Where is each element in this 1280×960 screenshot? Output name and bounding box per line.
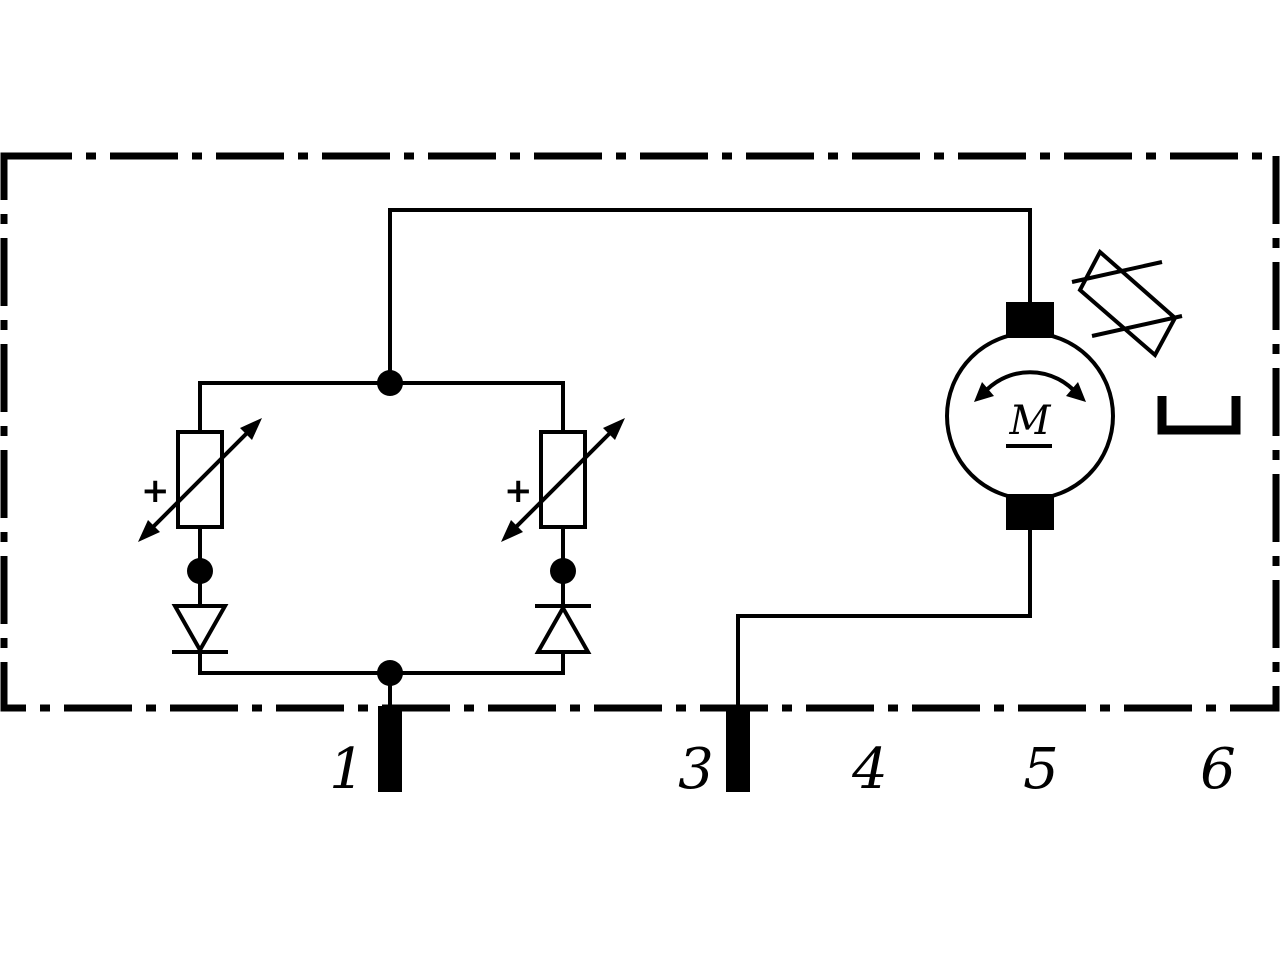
terminal-label-4: 4 bbox=[851, 737, 888, 802]
enclosure-frame bbox=[0, 152, 1280, 712]
ptc-thermistor-icon: + bbox=[501, 418, 625, 542]
terminal-label-1: 1 bbox=[329, 737, 365, 802]
terminal-pin-3 bbox=[726, 706, 750, 792]
junction-bottom bbox=[377, 660, 403, 686]
wiring bbox=[198, 208, 1032, 708]
gearbox-icon bbox=[1071, 248, 1183, 359]
terminal-label-6: 6 bbox=[1200, 737, 1236, 802]
diode-icon bbox=[534, 603, 592, 654]
dc-motor-icon: M bbox=[945, 302, 1115, 530]
terminal-label-3: 3 bbox=[678, 737, 714, 802]
ptc-thermistor-icon: + bbox=[138, 418, 262, 542]
diode-icon bbox=[171, 604, 229, 655]
terminal-pin-1 bbox=[378, 706, 402, 792]
mounting-bracket-icon bbox=[1157, 396, 1241, 435]
thermistor-left-plus: + bbox=[141, 471, 170, 511]
junction-right bbox=[550, 558, 576, 584]
junction-top bbox=[377, 370, 403, 396]
junction-left bbox=[187, 558, 213, 584]
terminal-label-5: 5 bbox=[1023, 737, 1059, 802]
thermistor-right-plus: + bbox=[504, 471, 533, 511]
motor-label: M bbox=[1009, 398, 1052, 444]
